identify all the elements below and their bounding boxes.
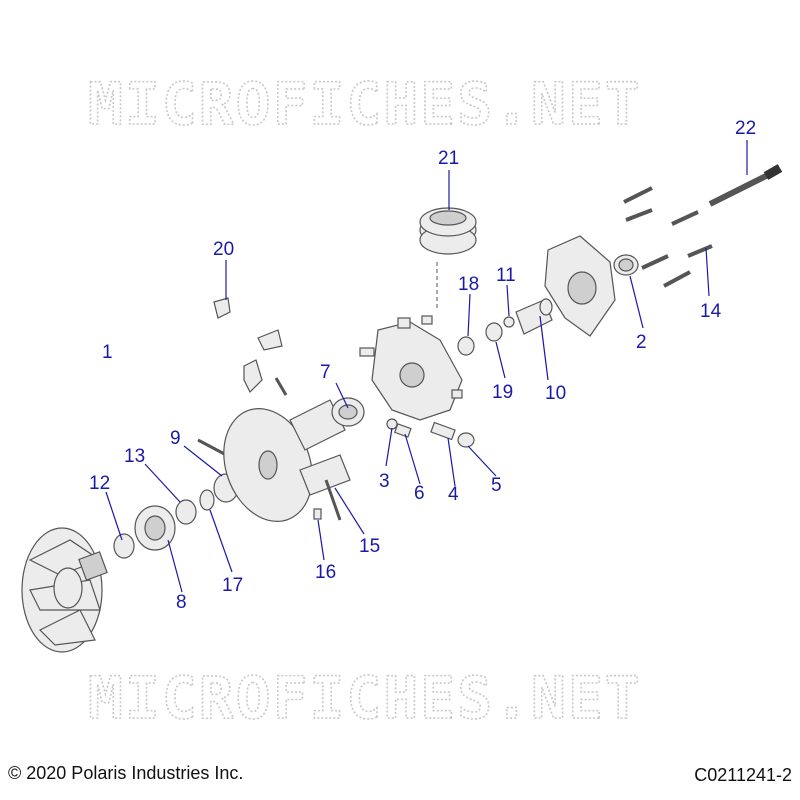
callout-16: 16 [315, 562, 336, 583]
plug-part-5 [457, 432, 475, 448]
copyright-text: © 2020 Polaris Industries Inc. [8, 763, 244, 783]
cover-plate-part [544, 235, 616, 337]
callout-13: 13 [124, 446, 145, 467]
washer-part-18 [457, 336, 475, 356]
callout-8: 8 [176, 592, 187, 613]
callout-21: 21 [438, 148, 459, 169]
bushing-part-8 [134, 505, 176, 551]
spider-hub-part [359, 315, 463, 421]
washer-part-3 [386, 418, 398, 430]
bolts-part-14 [623, 186, 713, 288]
fan-hub-part [21, 527, 108, 653]
callout-18: 18 [458, 274, 479, 295]
plug-part-16 [313, 508, 322, 520]
sheave-disc-part [223, 377, 351, 522]
diagram-code: C0211241-2 [694, 765, 792, 785]
callout-14: 14 [700, 301, 722, 322]
callout-9: 9 [170, 428, 181, 449]
callout-12: 12 [89, 473, 110, 494]
callout-1: 1 [102, 342, 113, 363]
watermark-bottom: MICROFICHES.NET [88, 664, 642, 732]
callout-17: 17 [222, 575, 243, 596]
callout-2: 2 [636, 332, 647, 353]
ring-part-12 [113, 533, 135, 559]
ring-part-11 [503, 316, 515, 328]
callout-5: 5 [491, 475, 502, 496]
callout-4: 4 [448, 484, 459, 505]
callout-7: 7 [320, 362, 331, 383]
callout-11: 11 [496, 265, 516, 286]
pin-part-6 [393, 423, 412, 438]
callout-3: 3 [379, 471, 390, 492]
pin-part-4 [430, 421, 456, 441]
watermark-top: MICROFICHES.NET [88, 70, 642, 138]
bushing-part-2 [613, 254, 639, 276]
ring-part-17 [199, 489, 215, 511]
spring-part-21 [419, 207, 477, 255]
bearing-part-13 [175, 499, 197, 525]
weight-part-20 [213, 297, 283, 394]
callout-15: 15 [359, 536, 380, 557]
bushing-part-7 [331, 397, 365, 427]
bushing-part-10 [515, 298, 553, 335]
callout-6: 6 [414, 483, 425, 504]
callout-20: 20 [213, 239, 234, 260]
callout-19: 19 [492, 382, 513, 403]
washer-part-19 [485, 322, 503, 342]
callout-22: 22 [735, 118, 756, 139]
callout-10: 10 [545, 383, 566, 404]
bolt-part-22 [708, 164, 783, 207]
